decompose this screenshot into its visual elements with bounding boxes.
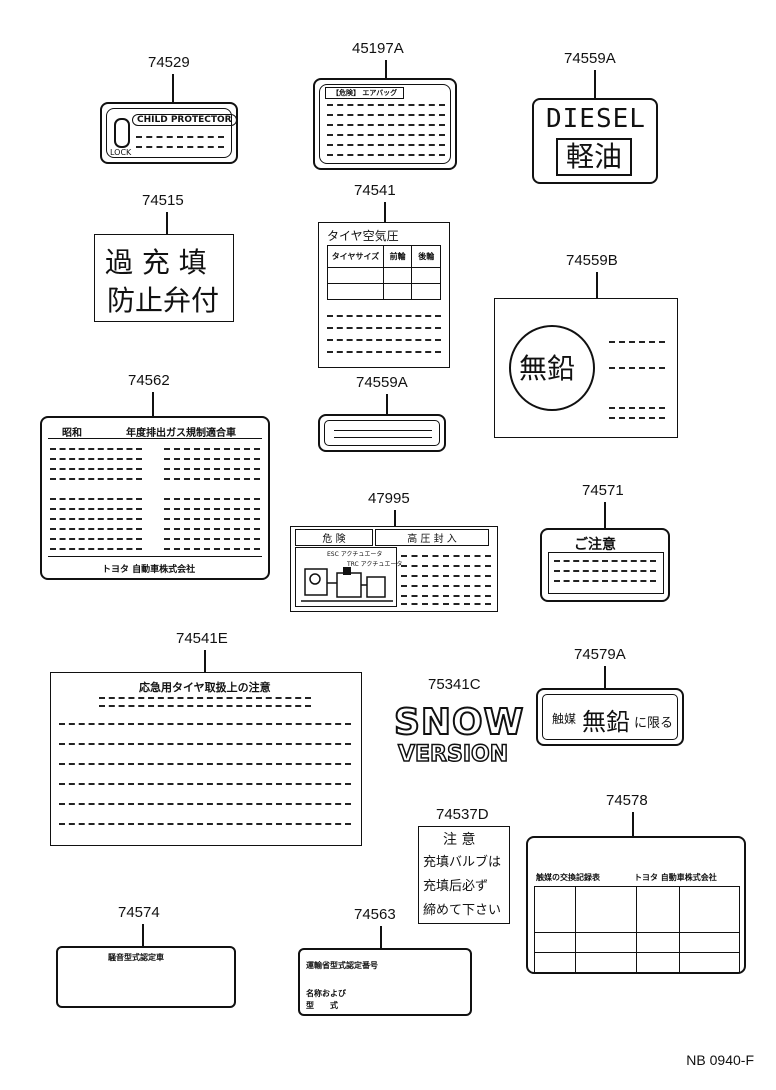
label-74515-overfill: 過 充 填 防止弁付 [94, 234, 234, 322]
transport-cert-text: 運輸省型式認定番号 [306, 961, 378, 970]
catalyst-record-title: 触媒の交換記録表 [536, 873, 600, 882]
leader-line [384, 202, 386, 222]
part-number-74571: 74571 [582, 482, 624, 499]
lock-text: LOCK [110, 148, 132, 157]
trc-actuator-text: TRC アクチュエータ [347, 561, 403, 568]
part-number-74578: 74578 [606, 792, 648, 809]
part-number-74579A: 74579A [574, 646, 626, 663]
leader-line [604, 666, 606, 688]
showa-text: 昭和 [62, 428, 82, 439]
part-number-74574: 74574 [118, 904, 160, 921]
toyota-corp-short: トヨタ 自動車株式会社 [634, 873, 717, 882]
light-oil-text: 軽油 [556, 138, 633, 176]
high-pressure-text: 高 圧 封 入 [375, 529, 489, 546]
part-number-74541: 74541 [354, 182, 396, 199]
tire-pressure-title: タイヤ空気圧 [327, 229, 399, 243]
unleaded-text: 無鉛 [519, 352, 576, 385]
label-74529-child-protector: LOCK CHILD PROTECTOR [100, 102, 238, 164]
label-45197A-airbag: 【危険】 エアバッグ [313, 78, 457, 170]
leader-line [172, 74, 174, 102]
label-74562-emission: 昭和 年度排出ガス規制適合車 トヨタ 自動車株式会社 [40, 416, 270, 580]
part-number-74541E: 74541E [176, 630, 228, 647]
leader-line [385, 60, 387, 78]
notice-text: 注 意 [443, 832, 476, 848]
noise-cert-text: 騒音型式認定車 [108, 953, 164, 962]
version-text: VERSION [397, 741, 509, 768]
airbag-header: 【危険】 エアバッグ [325, 87, 405, 99]
model-text: 型 式 [306, 1001, 338, 1010]
part-number-74562: 74562 [128, 372, 170, 389]
unleaded-only-text: 無鉛 [582, 708, 630, 736]
leader-line [386, 394, 388, 414]
front-header: 前輪 [382, 245, 413, 268]
label-74574-noise: 騒音型式認定車 [56, 946, 236, 1008]
valve-line1: 充填バルブは [423, 855, 502, 870]
leader-line [596, 272, 598, 298]
valve-line2: 充填后必ず [423, 879, 489, 894]
leader-line [152, 392, 154, 416]
diesel-text: DIESEL [546, 104, 646, 134]
toyota-corp-text: トヨタ 自動車株式会社 [102, 565, 196, 575]
actuator-illustration [301, 567, 393, 602]
leader-line [632, 812, 634, 836]
label-74563-transport: 運輸省型式認定番号 名称および 型 式 [298, 948, 472, 1016]
overfill-line1: 過 充 填 [105, 246, 207, 279]
leader-line [604, 502, 606, 528]
child-protector-text: CHILD PROTECTOR [132, 114, 237, 126]
part-number-74559A-mid: 74559A [356, 374, 408, 391]
label-75341C-snow-version: SNOW VERSION [390, 701, 524, 772]
snow-text: SNOW [393, 701, 525, 744]
label-74578-catalyst-record: 触媒の交換記録表 トヨタ 自動車株式会社 [526, 836, 746, 974]
leader-line [394, 510, 396, 526]
spare-tire-caution-title: 応急用タイヤ取扱上の注意 [139, 681, 271, 694]
part-number-74559B: 74559B [566, 252, 618, 269]
esc-actuator-text: ESC アクチュエータ [327, 551, 383, 558]
leader-line [204, 650, 206, 672]
part-number-47995: 47995 [368, 490, 410, 507]
part-number-75341C: 75341C [428, 676, 481, 693]
label-74559A-plate [318, 414, 446, 452]
label-47995-high-pressure: 危 険 高 圧 封 入 ESC アクチュエータ TRC アクチュエータ [290, 526, 498, 612]
catalyst-text: 触媒 [552, 712, 577, 726]
label-74541E-spare-tire: 応急用タイヤ取扱上の注意 [50, 672, 362, 846]
leader-line [166, 212, 168, 234]
label-74537D-valve: 注 意 充填バルブは 充填后必ず 締めて下さい [418, 826, 510, 924]
label-74559A-diesel: DIESEL 軽油 [532, 98, 658, 184]
caution-text: ご注意 [574, 537, 616, 553]
part-number-74537D: 74537D [436, 806, 489, 823]
rear-header: 後輪 [411, 245, 441, 268]
overfill-line2: 防止弁付 [107, 284, 220, 317]
part-number-74563: 74563 [354, 906, 396, 923]
leader-line [594, 70, 596, 98]
label-74571-caution: ご注意 [540, 528, 670, 602]
emission-text: 年度排出ガス規制適合車 [126, 428, 236, 439]
part-number-45197A: 45197A [352, 40, 404, 57]
label-74559B-unleaded: 無鉛 [494, 298, 678, 438]
valve-line3: 締めて下さい [423, 903, 502, 918]
part-number-74529: 74529 [148, 54, 190, 71]
label-74579A-catalyst: 触媒 無鉛 に限る [536, 688, 684, 746]
label-74541-tire-pressure: タイヤ空気圧 タイヤサイズ 前輪 後輪 [318, 222, 450, 368]
drawing-code: NB 0940-F [686, 1052, 754, 1068]
leader-line [380, 926, 382, 948]
name-and-text: 名称および [306, 989, 346, 998]
danger-text: 危 険 [295, 529, 373, 546]
leader-line [142, 924, 144, 946]
part-number-74559A: 74559A [564, 50, 616, 67]
part-number-74515: 74515 [142, 192, 184, 209]
only-text: に限る [634, 716, 674, 731]
tire-size-header: タイヤサイズ [327, 245, 384, 268]
